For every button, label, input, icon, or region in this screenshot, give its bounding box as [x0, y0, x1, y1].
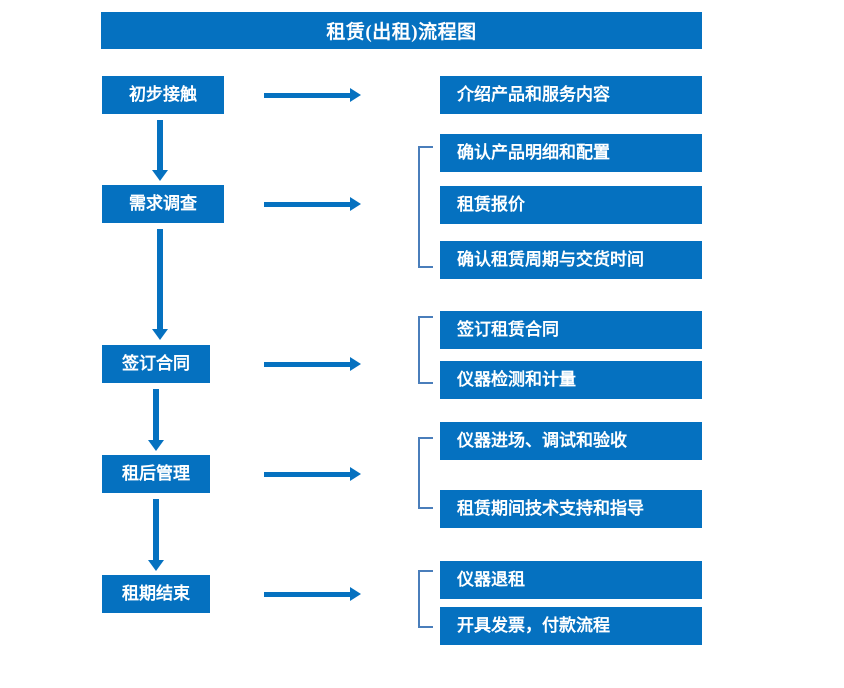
vertical-arrow-3 [148, 389, 164, 452]
detail-box-租赁期间技术支持和指导[interactable]: 租赁期间技术支持和指导 [440, 490, 702, 528]
flowchart-title: 租赁(出租)流程图 [101, 12, 702, 49]
group-bracket-租后管理 [418, 437, 433, 509]
detail-box-确认产品明细和配置[interactable]: 确认产品明细和配置 [440, 134, 702, 172]
stage-box-初步接触[interactable]: 初步接触 [102, 76, 224, 114]
detail-box-确认租赁周期与交货时间[interactable]: 确认租赁周期与交货时间 [440, 241, 702, 279]
detail-box-签订租赁合同[interactable]: 签订租赁合同 [440, 311, 702, 349]
horizontal-arrow-1 [264, 88, 361, 102]
horizontal-arrow-2 [264, 197, 361, 211]
detail-box-开具发票付款流程[interactable]: 开具发票，付款流程 [440, 607, 702, 645]
detail-box-租赁报价[interactable]: 租赁报价 [440, 186, 702, 224]
detail-box-仪器退租[interactable]: 仪器退租 [440, 561, 702, 599]
detail-box-仪器检测和计量[interactable]: 仪器检测和计量 [440, 361, 702, 399]
detail-box-介绍产品和服务内容[interactable]: 介绍产品和服务内容 [440, 76, 702, 114]
stage-box-需求调查[interactable]: 需求调查 [102, 185, 224, 223]
stage-box-租后管理[interactable]: 租后管理 [102, 455, 210, 493]
group-bracket-租期结束 [418, 570, 433, 628]
vertical-arrow-1 [152, 120, 168, 182]
horizontal-arrow-5 [264, 587, 361, 601]
group-bracket-签订合同 [418, 316, 433, 384]
stage-box-租期结束[interactable]: 租期结束 [102, 575, 210, 613]
horizontal-arrow-3 [264, 357, 361, 371]
horizontal-arrow-4 [264, 467, 361, 481]
detail-box-仪器进场调试和验收[interactable]: 仪器进场、调试和验收 [440, 422, 702, 460]
vertical-arrow-2 [152, 229, 168, 341]
group-bracket-需求调查 [418, 146, 433, 268]
stage-box-签订合同[interactable]: 签订合同 [102, 345, 210, 383]
vertical-arrow-4 [148, 499, 164, 572]
